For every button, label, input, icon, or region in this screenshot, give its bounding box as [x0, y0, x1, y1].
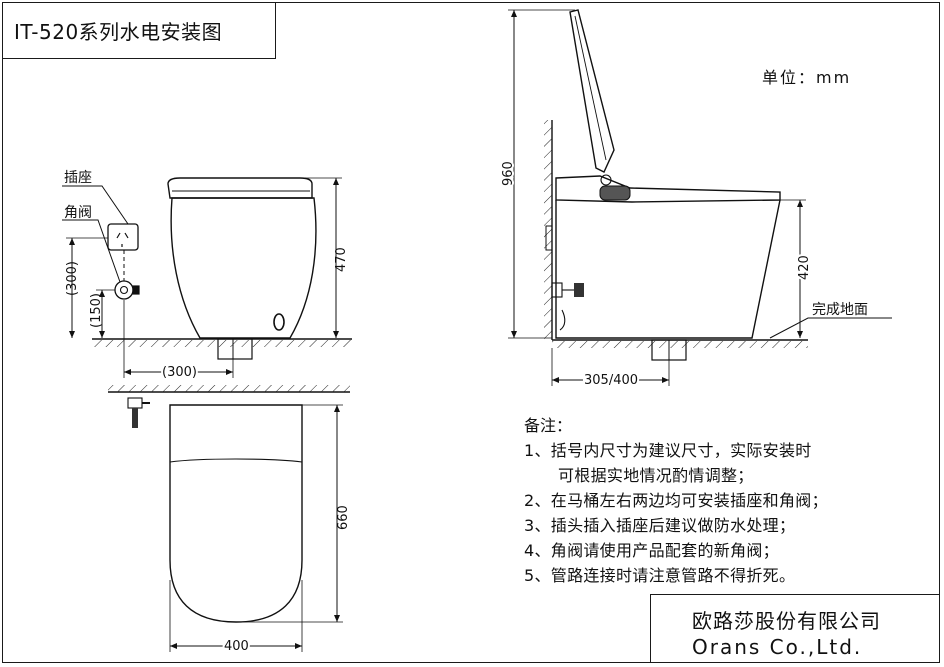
socket-icon	[107, 223, 139, 251]
note-item: 可根据实地情况酌情调整；	[558, 466, 754, 485]
top-toilet-outline	[169, 404, 303, 623]
front-toilet-body	[170, 197, 317, 339]
angle-valve-label: 角阀	[64, 205, 92, 221]
side-seat	[555, 175, 781, 203]
company-name-en: Orans Co.,Ltd.	[692, 635, 863, 659]
front-floor-hatch	[92, 340, 352, 347]
note-item: 3、插头插入插座后建议做防水处理；	[524, 516, 796, 535]
dim-drain-offset-text: (300)	[162, 365, 197, 380]
notes-heading: 备注：	[524, 416, 573, 435]
dim-side-total-height-text: 960	[501, 161, 516, 186]
company-box	[650, 594, 940, 663]
socket-label: 插座	[64, 170, 92, 186]
unit-label: 单位：mm	[762, 68, 852, 87]
front-view	[62, 177, 352, 378]
dim-valve-height-text: (150)	[89, 293, 104, 328]
top-lid-line	[169, 458, 303, 463]
title-box	[2, 2, 276, 59]
socket-pins	[116, 232, 129, 247]
side-view	[508, 9, 892, 386]
dim-front-height-text: 470	[334, 247, 349, 272]
valve-leader	[62, 219, 121, 283]
side-wall-hatch	[544, 120, 552, 340]
front-toilet-lid	[167, 177, 313, 199]
side-body	[555, 199, 781, 339]
note-item: 2、在马桶左右两边均可安装插座和角阀；	[524, 491, 828, 510]
note-item: 5、管路连接时请注意管路不得折死。	[524, 566, 796, 585]
side-raised-lid	[569, 9, 615, 173]
angle-valve-icon	[114, 280, 134, 300]
dim-top-width-text: 400	[224, 639, 249, 654]
side-hinge-icon	[599, 185, 631, 201]
drawing-title: IT-520系列水电安装图	[14, 20, 223, 44]
finished-floor-leader	[769, 317, 892, 339]
side-valve-icon	[551, 282, 563, 298]
dim-side-seat-height-text: 420	[797, 255, 812, 280]
side-floor-hatch	[552, 341, 808, 348]
dim-side-drain-distance-text: 305/400	[584, 373, 638, 388]
top-view	[108, 385, 350, 652]
dim-socket-height-text: (300)	[65, 261, 80, 296]
top-valve-icon	[127, 397, 143, 409]
dim-top-length-text: 660	[336, 505, 351, 530]
socket-leader	[62, 185, 129, 225]
company-name-cn: 欧路莎股份有限公司	[692, 609, 881, 633]
finished-floor-label: 完成地面	[812, 302, 868, 318]
note-item: 1、括号内尺寸为建议尺寸，实际安装时	[524, 441, 812, 460]
note-item: 4、角阀请使用产品配套的新角阀；	[524, 541, 779, 560]
front-button-icon	[273, 313, 285, 331]
top-wall-hatch	[108, 385, 350, 392]
front-drain	[217, 338, 253, 360]
